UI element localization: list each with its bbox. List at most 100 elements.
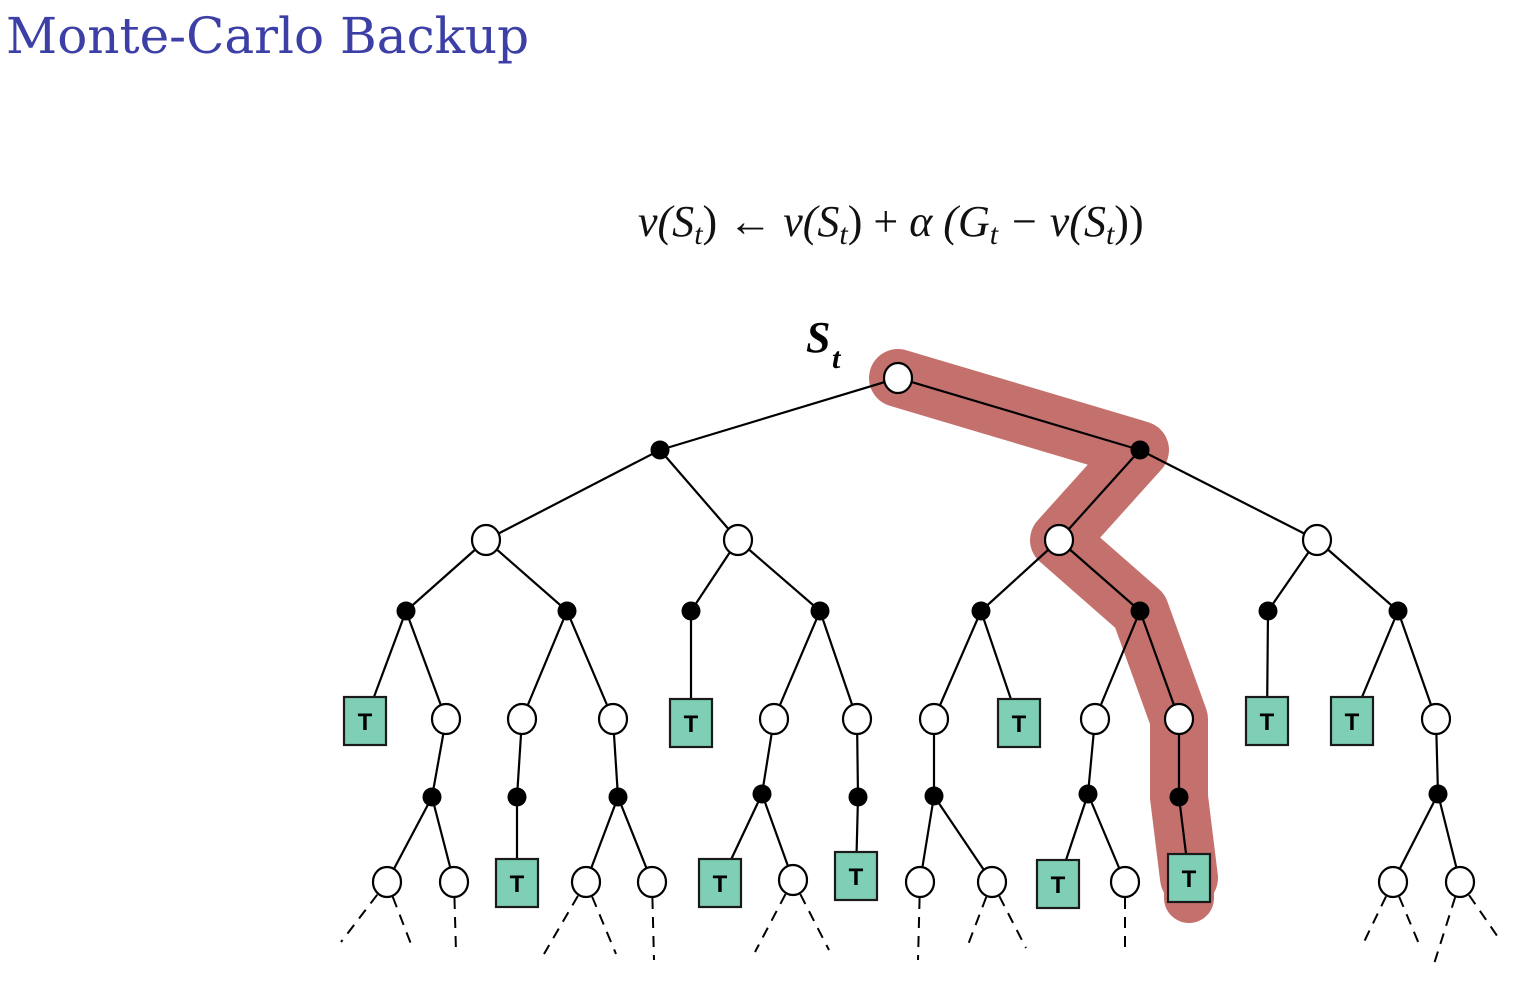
formula-rhs1-sub: t bbox=[839, 218, 848, 251]
continuation-edge bbox=[754, 893, 787, 953]
state-node bbox=[597, 702, 629, 736]
terminal-node: T bbox=[1035, 858, 1081, 910]
state-node bbox=[722, 523, 754, 557]
terminal-label: T bbox=[1051, 872, 1066, 899]
state-node bbox=[438, 865, 470, 899]
tree-edge bbox=[1392, 793, 1439, 883]
state-node bbox=[470, 523, 502, 557]
continuation-edge bbox=[591, 896, 617, 955]
terminal-label: T bbox=[849, 864, 864, 891]
action-node bbox=[396, 601, 416, 621]
tree-edge bbox=[405, 539, 487, 612]
tree-edge bbox=[1316, 539, 1399, 612]
state-node bbox=[918, 702, 950, 736]
state-node bbox=[777, 863, 809, 897]
terminal-box bbox=[697, 857, 743, 909]
continuation-edges bbox=[340, 893, 1501, 965]
tree-edge bbox=[1396, 610, 1438, 720]
state-node bbox=[1420, 702, 1452, 736]
action-node bbox=[1388, 601, 1408, 621]
formula-rhs2-sub: t bbox=[1105, 218, 1115, 251]
action-node bbox=[1130, 601, 1150, 621]
root-state-label: S bbox=[806, 313, 830, 362]
tree-edge bbox=[485, 449, 661, 541]
state-node bbox=[1163, 702, 1195, 736]
terminal-node: T bbox=[1329, 695, 1375, 747]
action-node bbox=[971, 601, 991, 621]
mc-update-formula: v(St) ← v(St) + α (Gt − v(St)) bbox=[638, 192, 1144, 265]
continuation-edge bbox=[1468, 894, 1501, 941]
continuation-edge bbox=[799, 893, 830, 951]
state-node bbox=[1301, 523, 1333, 557]
continuation-edge bbox=[651, 897, 655, 961]
tree-edge bbox=[772, 610, 822, 720]
tree-edge bbox=[565, 610, 615, 720]
formula-return: (G bbox=[932, 197, 990, 246]
terminal-node: T bbox=[1244, 695, 1290, 747]
terminal-node: T bbox=[996, 697, 1042, 749]
tree-nodes: T T T T T T T T T T bbox=[342, 361, 1476, 910]
action-node bbox=[924, 786, 944, 806]
root-state-label-s: S bbox=[806, 313, 830, 362]
formula-lhs-sub: t bbox=[694, 218, 703, 251]
state-node bbox=[1109, 865, 1141, 899]
terminal-node: T bbox=[668, 697, 714, 749]
formula-alpha: α bbox=[909, 197, 933, 246]
action-node bbox=[1130, 440, 1150, 460]
terminal-label: T bbox=[358, 709, 373, 736]
tree-edge bbox=[737, 539, 821, 612]
action-node bbox=[848, 787, 868, 807]
continuation-edge bbox=[1362, 895, 1387, 945]
action-node bbox=[681, 601, 701, 621]
tree-edge bbox=[1139, 449, 1318, 541]
state-node bbox=[976, 865, 1008, 899]
terminal-label: T bbox=[684, 711, 699, 738]
state-node bbox=[371, 865, 403, 899]
terminal-box bbox=[668, 697, 714, 749]
tree-edge bbox=[932, 610, 983, 720]
terminal-node: T bbox=[697, 857, 743, 909]
action-node bbox=[810, 601, 830, 621]
terminal-box bbox=[1035, 858, 1081, 910]
action-node bbox=[650, 440, 670, 460]
formula-rhs1-close: ) + bbox=[847, 197, 910, 246]
terminal-node: T bbox=[833, 850, 879, 902]
terminal-box bbox=[494, 857, 540, 909]
tree-edge bbox=[404, 610, 448, 720]
continuation-edge bbox=[917, 897, 921, 961]
state-node bbox=[904, 865, 936, 899]
terminal-box bbox=[1329, 695, 1375, 747]
continuation-edge bbox=[453, 897, 457, 953]
tree-edge bbox=[1058, 539, 1141, 612]
action-node bbox=[422, 787, 442, 807]
continuation-edge bbox=[1398, 896, 1420, 945]
action-node bbox=[752, 784, 772, 804]
tree-edge bbox=[1058, 449, 1141, 541]
terminal-label: T bbox=[510, 871, 525, 898]
tree-edges bbox=[363, 376, 1462, 885]
tree-edge bbox=[1138, 610, 1181, 720]
action-node bbox=[557, 601, 577, 621]
terminal-node: T bbox=[1166, 852, 1212, 904]
formula-arrow: ← bbox=[717, 197, 784, 246]
continuation-edge bbox=[543, 895, 579, 955]
action-node bbox=[1169, 787, 1189, 807]
tree-edge bbox=[933, 795, 993, 883]
tree-edge bbox=[520, 610, 569, 720]
tree-edge bbox=[818, 610, 859, 720]
action-node bbox=[1078, 784, 1098, 804]
tree-edge bbox=[1093, 610, 1142, 720]
state-node bbox=[430, 702, 462, 736]
action-node bbox=[507, 787, 527, 807]
tree-edge bbox=[980, 539, 1060, 612]
formula-lhs: v(S bbox=[638, 197, 695, 246]
terminal-label: T bbox=[1182, 866, 1197, 893]
terminal-label: T bbox=[1260, 709, 1275, 736]
terminal-label: T bbox=[713, 871, 728, 898]
continuation-edge bbox=[340, 894, 379, 943]
terminal-node: T bbox=[342, 695, 388, 747]
formula-close: )) bbox=[1114, 197, 1144, 246]
continuation-edge bbox=[1433, 896, 1457, 965]
terminal-box bbox=[996, 697, 1042, 749]
tree-edge bbox=[659, 376, 899, 452]
